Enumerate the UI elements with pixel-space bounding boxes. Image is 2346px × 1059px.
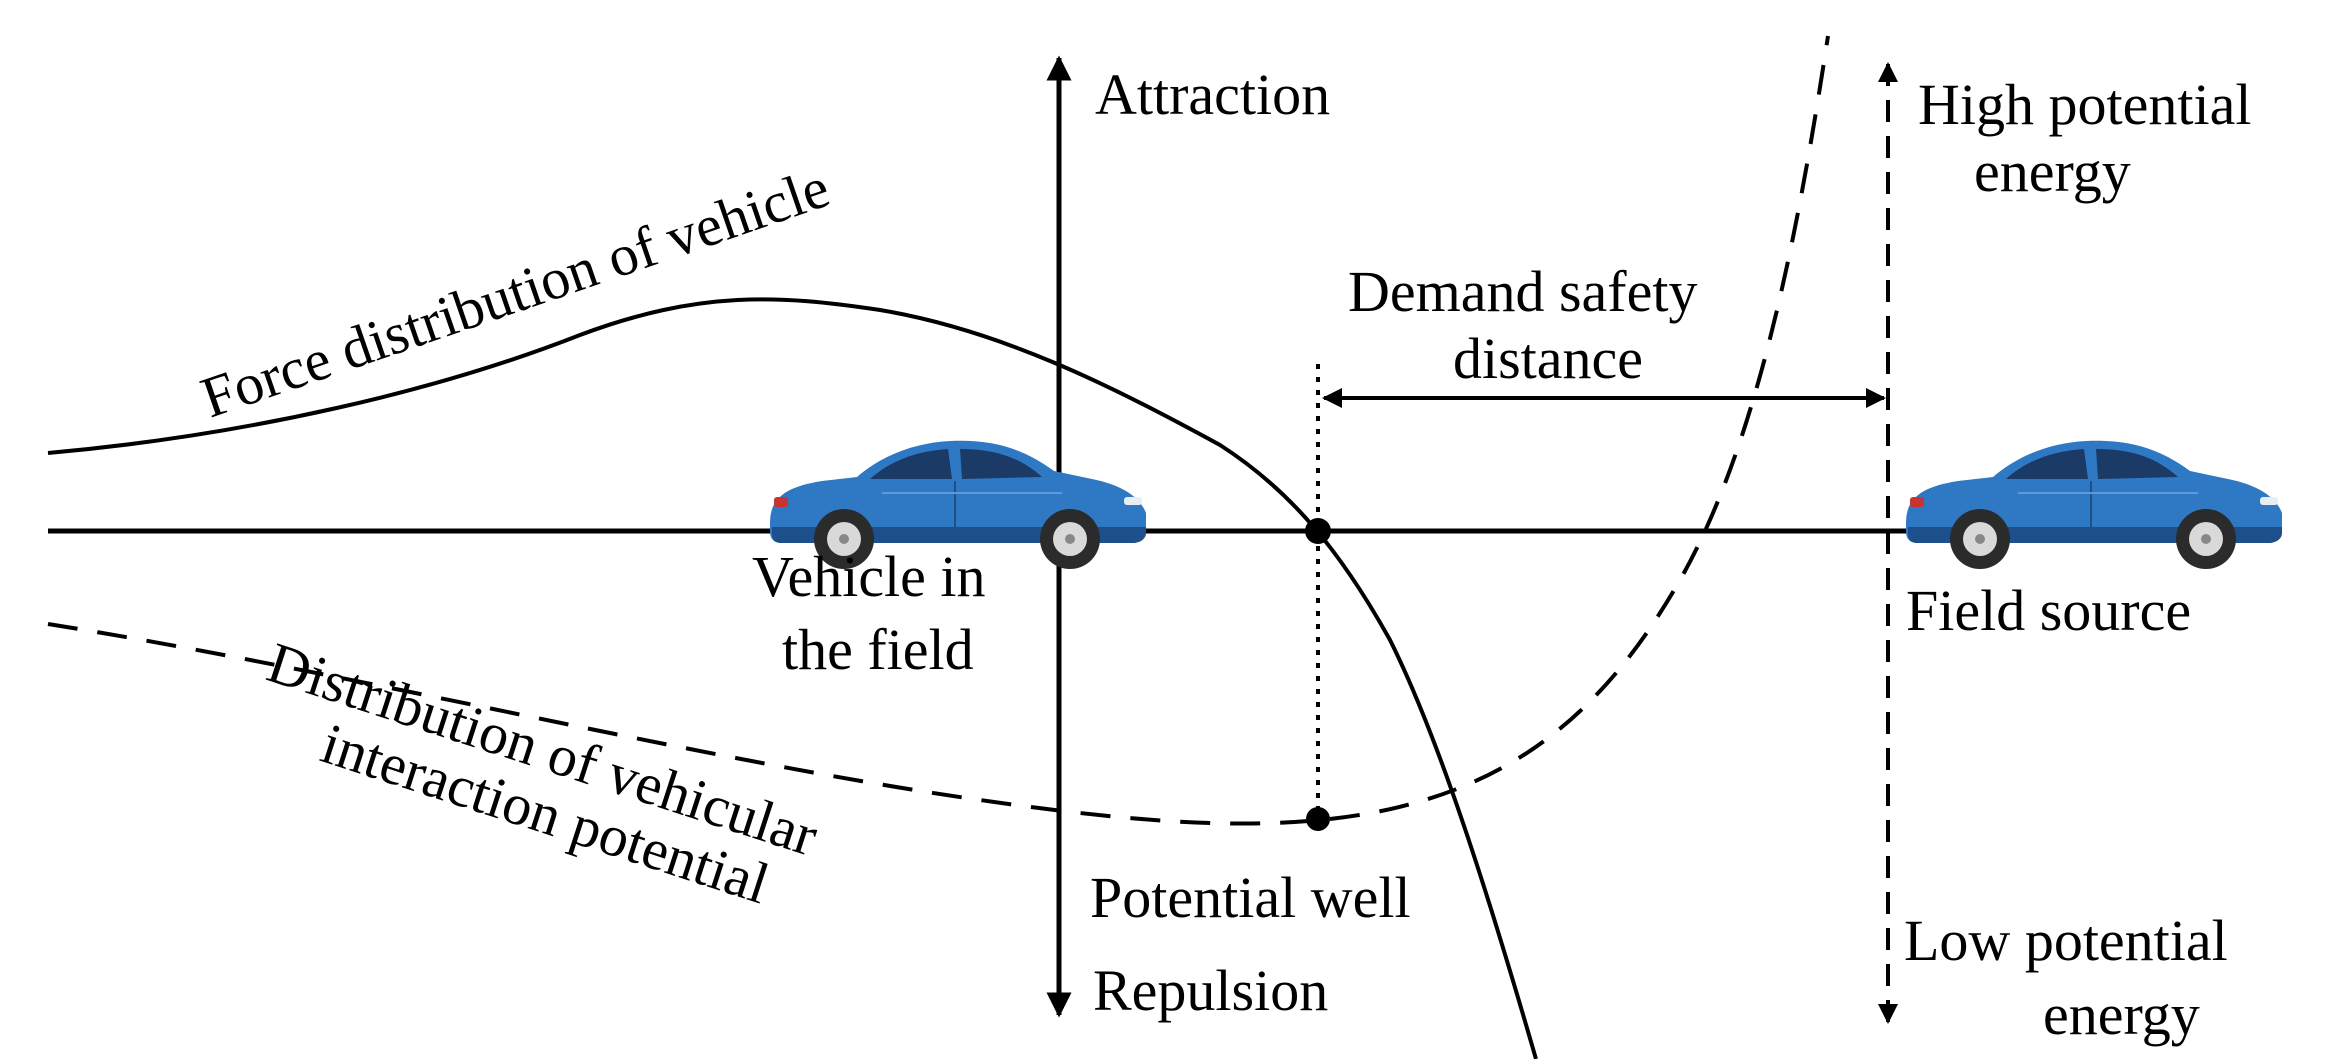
potential-well-label: Potential well — [1090, 865, 1411, 930]
force-distribution-label: Force distribution of vehicle — [193, 154, 837, 430]
car-icon — [1905, 439, 2283, 570]
field-source-label: Field source — [1906, 578, 2191, 643]
potential-distribution-curve — [47, 35, 1830, 826]
equilibrium-point — [1305, 518, 1331, 544]
low-potential-label-line1: Low potential — [1904, 908, 2228, 973]
demand-safety-label-line1: Demand safety — [1348, 259, 1697, 324]
high-potential-label-line2: energy — [1974, 139, 2131, 204]
high-potential-label-line1: High potential — [1918, 72, 2251, 137]
repulsion-label: Repulsion — [1093, 958, 1328, 1023]
force-distribution-curve — [47, 297, 1538, 1059]
vehicle-in-field-label-line2: the field — [782, 617, 974, 682]
low-potential-label-line2: energy — [2043, 982, 2200, 1047]
vehicle-in-field-label-line1: Vehicle in — [752, 544, 986, 609]
demand-safety-label-line2: distance — [1453, 326, 1643, 391]
attraction-label: Attraction — [1095, 62, 1330, 127]
potential-well-point — [1306, 807, 1330, 831]
